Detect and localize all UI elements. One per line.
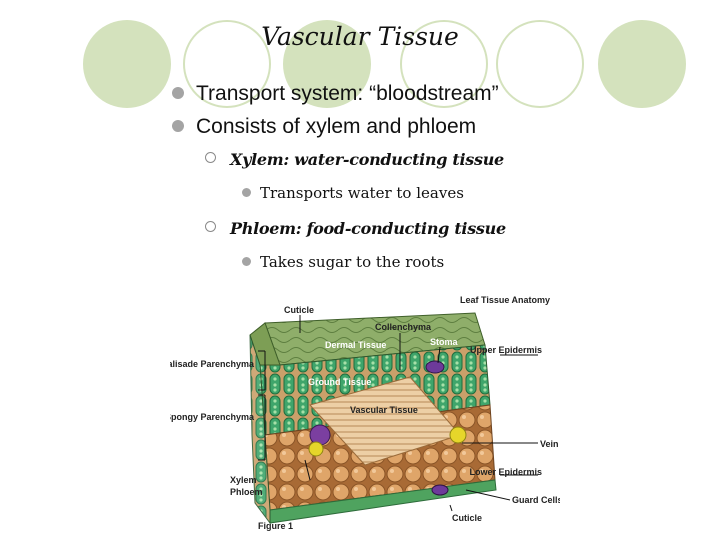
bullet-dot-icon bbox=[172, 87, 184, 99]
decor-circle-4 bbox=[400, 20, 488, 108]
label-lower-epidermis: Lower Epidermis bbox=[469, 467, 542, 477]
label-stoma: Stoma bbox=[430, 337, 459, 347]
slide-title: Vascular Tissue bbox=[261, 22, 459, 51]
bullet-ring-icon bbox=[205, 152, 216, 163]
label-phloem: Phloem bbox=[230, 487, 263, 497]
phloem-cluster bbox=[308, 441, 324, 457]
sub-bullet-heading: Xylem: water-conducting tissue bbox=[205, 150, 504, 169]
xylem-cluster bbox=[309, 424, 331, 446]
decor-circle-3 bbox=[283, 20, 371, 108]
bullet-dot-icon bbox=[242, 257, 251, 266]
side-face bbox=[249, 334, 271, 525]
label-palisade: Palisade Parenchyma bbox=[170, 359, 255, 369]
stoma bbox=[425, 360, 445, 374]
label-guard-cells: Guard Cells bbox=[512, 495, 560, 505]
label-spongy: Spongy Parenchyma bbox=[170, 412, 255, 422]
label-dermal-tissue: Dermal Tissue bbox=[325, 340, 386, 350]
decor-circle-1 bbox=[83, 20, 171, 108]
label-vascular-tissue: Vascular Tissue bbox=[350, 405, 418, 415]
bullet-ring-icon bbox=[205, 221, 216, 232]
label-vein: Vein bbox=[540, 439, 559, 449]
bullet-dot-icon bbox=[242, 188, 251, 197]
bullet-dot-icon bbox=[172, 120, 184, 132]
sub-bullet-detail: Takes sugar to the roots bbox=[242, 253, 444, 271]
decor-circle-6 bbox=[598, 20, 686, 108]
figure-caption: Figure 1 bbox=[258, 521, 293, 531]
bullet-item: Transport system: “bloodstream” bbox=[172, 82, 499, 106]
label-collenchyma: Collenchyma bbox=[375, 322, 432, 332]
label-upper-epidermis: Upper Epidermis bbox=[470, 345, 542, 355]
guard-cells bbox=[431, 484, 449, 496]
decor-circle-2 bbox=[183, 20, 271, 108]
sub-bullet-detail: Transports water to leaves bbox=[242, 184, 464, 202]
sub-bullet-heading: Phloem: food-conducting tissue bbox=[205, 219, 506, 238]
label-ground-tissue: Ground Tissue bbox=[308, 377, 371, 387]
leader-lines bbox=[258, 315, 538, 512]
leaf-diagram: Leaf Tissue Anatomy Cuticle Collenchyma … bbox=[161, 295, 562, 531]
label-cuticle-top: Cuticle bbox=[284, 305, 314, 315]
bullet-item: Consists of xylem and phloem bbox=[172, 115, 476, 139]
leaf-anatomy-figure: Leaf Tissue Anatomy Cuticle Collenchyma … bbox=[161, 285, 562, 540]
decor-circle-5 bbox=[496, 20, 584, 108]
label-xylem: Xylem bbox=[230, 475, 257, 485]
phloem-cluster-2 bbox=[449, 426, 467, 444]
figure-title: Leaf Tissue Anatomy bbox=[460, 295, 550, 305]
label-cuticle-bottom: Cuticle bbox=[452, 513, 482, 523]
